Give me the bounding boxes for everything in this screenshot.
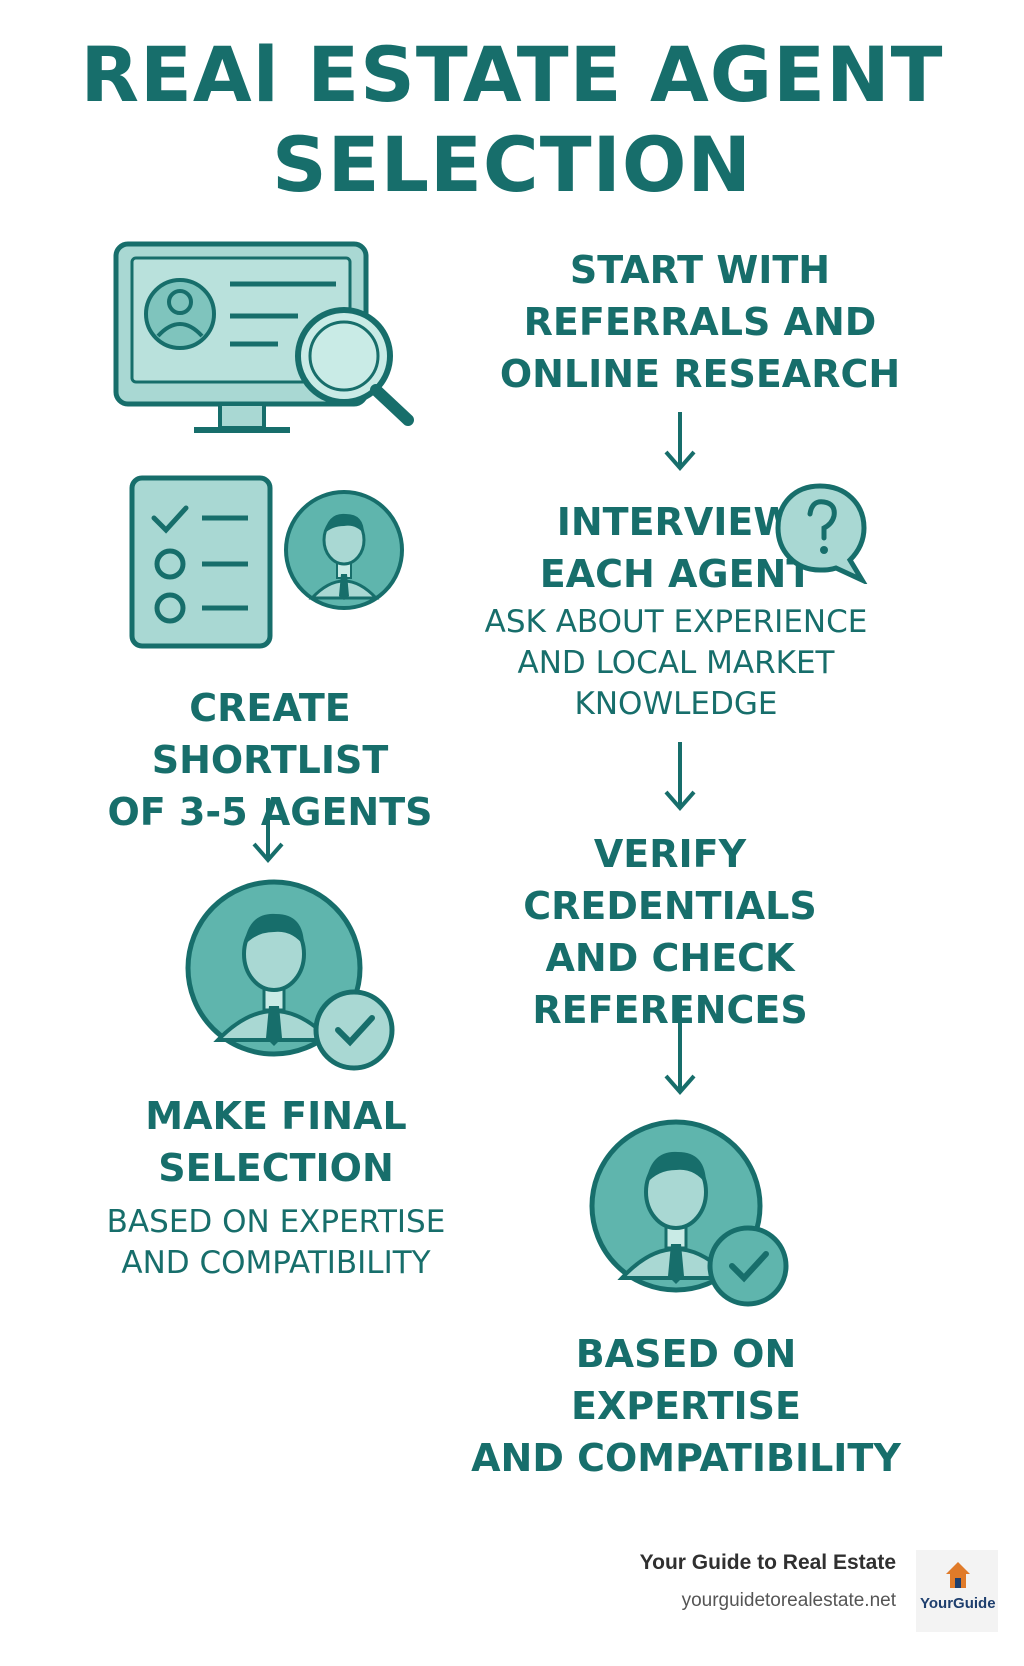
arrow-down-icon bbox=[664, 412, 696, 472]
brand-logo: YourGuide bbox=[916, 1550, 998, 1632]
step-interview: INTERVIEW EACH AGENT ASK ABOUT EXPERIENC… bbox=[476, 496, 876, 725]
step-shortlist-line: CREATE SHORTLIST bbox=[151, 686, 389, 782]
step-closing-line: BASED ON EXPERTISE bbox=[570, 1332, 801, 1428]
agent-avatar-icon bbox=[284, 490, 404, 610]
agent-avatar-icon bbox=[185, 879, 363, 1057]
page-title: REAl ESTATE AGENT SELECTION bbox=[0, 30, 1024, 210]
arrow-down-icon bbox=[252, 798, 284, 864]
arrow-down-icon bbox=[664, 742, 696, 812]
step-verify-line: AND CHECK bbox=[545, 936, 795, 980]
step-closing: BASED ON EXPERTISE AND COMPATIBILITY bbox=[466, 1328, 906, 1484]
step-interview-sub: AND LOCAL MARKET bbox=[517, 645, 835, 681]
title-line-2: SELECTION bbox=[271, 120, 753, 209]
step-final-line: SELECTION bbox=[158, 1146, 394, 1190]
step-verify-line: REFERENCES bbox=[532, 988, 808, 1032]
house-icon bbox=[946, 1562, 970, 1588]
step-verify: VERIFY CREDENTIALS AND CHECK REFERENCES bbox=[450, 828, 890, 1036]
step-interview-sub: KNOWLEDGE bbox=[574, 686, 778, 722]
arrow-down-icon bbox=[664, 998, 696, 1096]
step-interview-line: INTERVIEW bbox=[556, 500, 796, 544]
step-referrals-line: START WITH bbox=[569, 248, 831, 292]
step-final: MAKE FINAL SELECTION BASED ON EXPERTISE … bbox=[86, 1090, 466, 1284]
step-shortlist: CREATE SHORTLIST OF 3-5 AGENTS bbox=[70, 682, 470, 838]
step-interview-line: EACH AGENT bbox=[539, 552, 813, 596]
brand-url[interactable]: yourguidetorealestate.net bbox=[681, 1590, 896, 1611]
check-circle-icon bbox=[313, 989, 395, 1071]
footer bbox=[0, 1538, 1024, 1666]
step-final-line: MAKE FINAL bbox=[145, 1094, 407, 1138]
step-referrals-line: ONLINE RESEARCH bbox=[499, 352, 901, 396]
step-final-sub: AND COMPATIBILITY bbox=[121, 1245, 431, 1281]
checklist-icon bbox=[129, 475, 273, 649]
computer-search-icon bbox=[113, 241, 414, 433]
check-circle-icon bbox=[707, 1225, 789, 1307]
step-closing-line: AND COMPATIBILITY bbox=[471, 1436, 901, 1480]
step-referrals: START WITH REFERRALS AND ONLINE RESEARCH bbox=[480, 244, 920, 400]
title-line-1: REAl ESTATE AGENT bbox=[80, 30, 944, 119]
step-final-sub: BASED ON EXPERTISE bbox=[106, 1204, 446, 1240]
step-referrals-line: REFERRALS AND bbox=[523, 300, 877, 344]
step-verify-line: VERIFY CREDENTIALS bbox=[523, 832, 817, 928]
logo-text: YourGuide bbox=[920, 1595, 996, 1612]
question-bubble-icon bbox=[775, 483, 868, 584]
step-interview-sub: ASK ABOUT EXPERIENCE bbox=[484, 604, 868, 640]
brand-name: Your Guide to Real Estate bbox=[639, 1551, 896, 1574]
